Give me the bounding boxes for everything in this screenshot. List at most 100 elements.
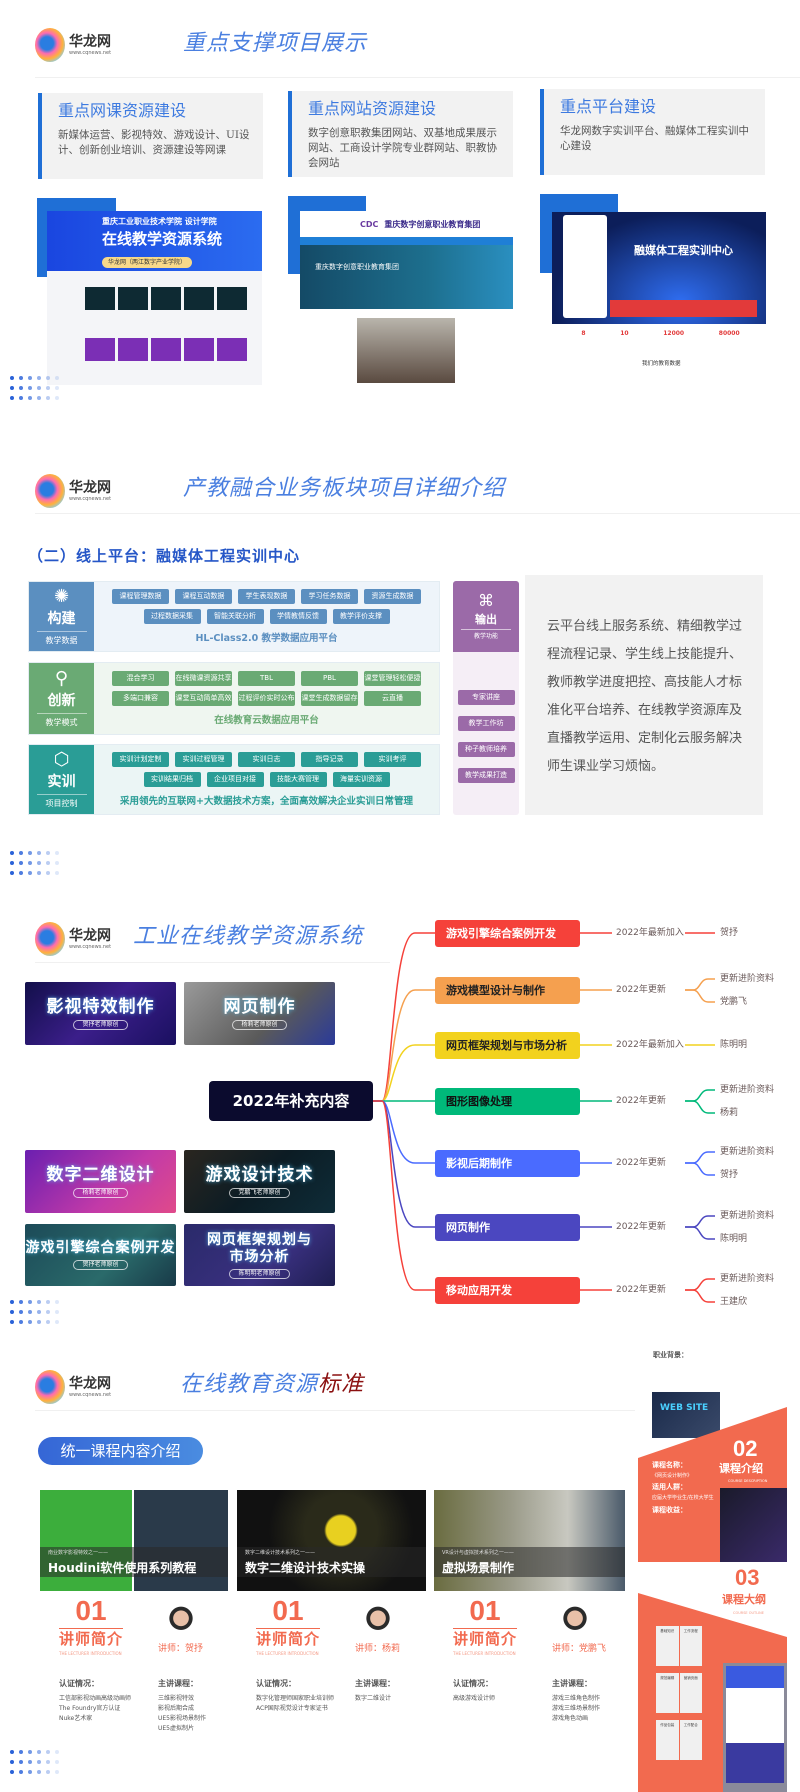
branch-status: 2022年最新加入: [616, 1040, 684, 1050]
feature-chip: 学生表现数据: [238, 588, 295, 604]
branch-leaf: 陈明明: [720, 1234, 748, 1244]
course-item: 游戏三维角色制作: [552, 1695, 601, 1702]
lecturer-heading: 讲师简介: [453, 1630, 518, 1648]
branch-status: 2022年更新: [616, 1285, 666, 1295]
feature-chip: 技能大赛管理: [269, 771, 327, 787]
mindmap-branch-node[interactable]: 游戏引擎综合案例开发: [435, 920, 580, 947]
branch-leaf: 陈明明: [720, 1040, 748, 1050]
mindmap-branch-node[interactable]: 影视后期制作: [435, 1150, 580, 1177]
outline-en: COURSE OUTLINE: [733, 1611, 765, 1615]
feature-chip: 课程互动数据: [175, 588, 232, 604]
course-image[interactable]: VR设计与虚拟技术系列之一——虚拟场景制作: [434, 1490, 625, 1591]
feature-chip: TBL: [238, 670, 295, 686]
course-item: 游戏角色动画: [552, 1715, 589, 1722]
course-image[interactable]: 数字二维设计技术系列之一——数字二维设计技术实操: [237, 1490, 426, 1591]
branch-leaf: 更新进阶资料: [720, 1085, 775, 1095]
lecturer-heading-en: THE LECTURER INTRODUCTION: [59, 1651, 122, 1656]
output-item: 教学成果打造: [457, 768, 515, 783]
feature-chip: 资源生成数据: [364, 588, 421, 604]
branch-leaf: 更新进阶资料: [720, 1147, 775, 1157]
mindmap-branch-node[interactable]: 图形图像处理: [435, 1088, 580, 1115]
outline-cell: 营销页面: [679, 1673, 702, 1713]
course-tile[interactable]: 影视特效制作贺抒老师原创: [25, 982, 176, 1045]
course-item: UE5虚拟制片: [158, 1725, 195, 1732]
webpage-mockup: [723, 1663, 787, 1792]
feature-card: 重点网课资源建设新媒体运营、影视特效、游戏设计、UI设计、创新创业培训、资源建设…: [38, 93, 263, 179]
lecturer-photo: [168, 1605, 194, 1640]
cert-item: ACP国际视觉设计专家证书: [256, 1705, 328, 1712]
branch-leaf: 党鹏飞: [720, 997, 748, 1007]
meeting-photo: [357, 318, 455, 383]
branch-leaf: 更新进阶资料: [720, 974, 775, 984]
mindmap-branch-node[interactable]: 游戏模型设计与制作: [435, 977, 580, 1004]
course-item: UE5影视场景制作: [158, 1715, 207, 1722]
feature-chip: 实训过程管理: [175, 751, 232, 767]
outline-cell: 规范编辑: [656, 1673, 679, 1713]
course-tile[interactable]: 网页制作杨莉老师原创: [184, 982, 335, 1045]
course-tile[interactable]: 网页框架规划与市场分析陈明明老师原创: [184, 1224, 335, 1286]
platform-label: HL-Class2.0 教学数据应用平台: [195, 632, 338, 644]
lecturer-heading-en: THE LECTURER INTRODUCTION: [453, 1651, 516, 1656]
lecturer-number: 01: [469, 1595, 501, 1626]
output-subtitle: 教学功能: [461, 629, 511, 641]
section-number: 03: [735, 1565, 760, 1590]
feature-chip: PBL: [301, 670, 358, 686]
course-tile[interactable]: 游戏引擎综合案例开发贺抒老师原创: [25, 1224, 176, 1286]
branch-leaf: 更新进阶资料: [720, 1274, 775, 1284]
cert-item: Nuke艺术家: [59, 1715, 93, 1722]
edu-data-heading: 我们的教育数据: [642, 361, 681, 367]
course-image[interactable]: 南业数字影视特效之一——Houdini软件使用系列教程: [40, 1490, 228, 1591]
course-desc-heading: 课程介绍: [719, 1462, 763, 1475]
divider: [256, 1628, 320, 1629]
lecturer-photo: [562, 1605, 588, 1640]
mindmap-branch-node[interactable]: 移动应用开发: [435, 1277, 580, 1304]
feature-chip: 过程评价实时公布: [238, 690, 295, 706]
row-subtitle: 教学数据: [45, 635, 78, 645]
cube-icon: ⬡: [53, 748, 70, 770]
cert-item: 工信部影视动画高级动画师: [59, 1695, 132, 1702]
course-intro-pill[interactable]: 统一课程内容介绍: [38, 1437, 203, 1465]
feature-chip: 学习任务数据: [301, 588, 358, 604]
feature-chip: 海量实训资源: [332, 771, 390, 787]
lecturer-heading-en: THE LECTURER INTRODUCTION: [256, 1651, 319, 1656]
outline-cell: 基础知识: [656, 1626, 679, 1666]
feature-chip: 实训结果归档: [143, 771, 201, 787]
course-name-label: 课程名称：: [652, 1461, 687, 1469]
cert-label: 认证情况：: [453, 1679, 493, 1688]
output-item: 教学工作坊: [457, 716, 515, 731]
mindmap-branch-node[interactable]: 网页框架规划与市场分析: [435, 1032, 580, 1059]
lecturer-heading: 讲师简介: [256, 1630, 321, 1648]
course-label: 主讲课程：: [355, 1679, 395, 1688]
outline-cell: 工作配合: [679, 1720, 702, 1760]
divider: [35, 1410, 635, 1411]
outline-cell: 作品包装: [656, 1720, 679, 1760]
course-preview-image: [720, 1488, 787, 1562]
row-body: 实训计划定制实训过程管理实训日志指导记录实训考评实训结果归档企业项目对接技能大赛…: [94, 745, 439, 814]
website-banner: WEB SITE: [652, 1392, 720, 1438]
subsection-heading: （二）线上平台：融媒体工程实训中心: [28, 547, 301, 565]
course-tile[interactable]: 游戏设计技术党鹏飞老师原创: [184, 1150, 335, 1213]
mindmap-branch-node[interactable]: 网页制作: [435, 1214, 580, 1241]
divider: [35, 77, 800, 78]
mindmap-center-node[interactable]: 2022年补充内容: [209, 1081, 373, 1121]
branch-leaf: 贺抒: [720, 928, 739, 938]
feature-chip: 课堂生成数据留存: [301, 690, 358, 706]
audience: 应届大学毕业生/在校大学生: [652, 1495, 714, 1501]
lightbulb-icon: ⚲: [54, 667, 69, 689]
course-tile[interactable]: 数字二维设计杨莉老师原创: [25, 1150, 176, 1213]
course-list: 游戏三维角色制作游戏三维场景制作游戏角色动画: [552, 1694, 600, 1724]
row-title: 实训: [36, 773, 87, 795]
section-title: 在线教育资源标准: [180, 1372, 365, 1397]
output-icon: ⌘: [478, 591, 494, 610]
branch-status: 2022年最新加入: [616, 928, 684, 938]
feature-chip: 云直播: [364, 690, 421, 706]
feature-chips: 实训计划定制实训过程管理实训日志指导记录实训考评实训结果归档企业项目对接技能大赛…: [107, 751, 427, 787]
resource-system-screenshot: 重庆工业职业技术学院 设计学院 在线教学资源系统 华龙网（两江数字产业学院）: [47, 211, 262, 385]
